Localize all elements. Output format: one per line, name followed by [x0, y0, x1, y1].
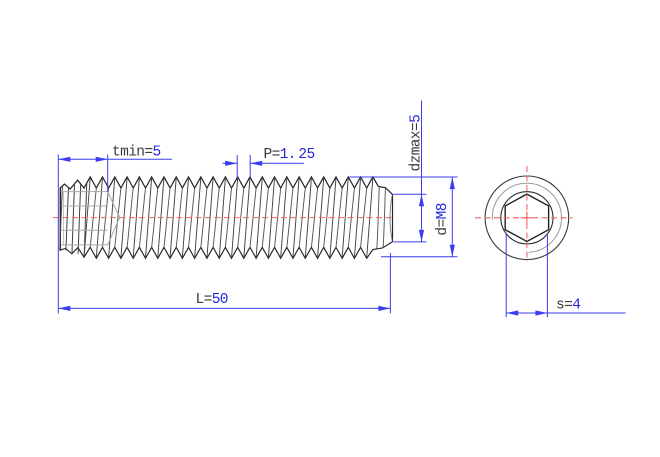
svg-text:d=M8: d=M8	[435, 203, 451, 235]
svg-text:s=4: s=4	[556, 298, 580, 314]
svg-text:P=1.25: P=1.25	[264, 147, 315, 163]
svg-text:L=50: L=50	[196, 292, 228, 308]
svg-text:dzmax=5: dzmax=5	[408, 115, 424, 172]
svg-text:tmin=5: tmin=5	[112, 145, 161, 161]
